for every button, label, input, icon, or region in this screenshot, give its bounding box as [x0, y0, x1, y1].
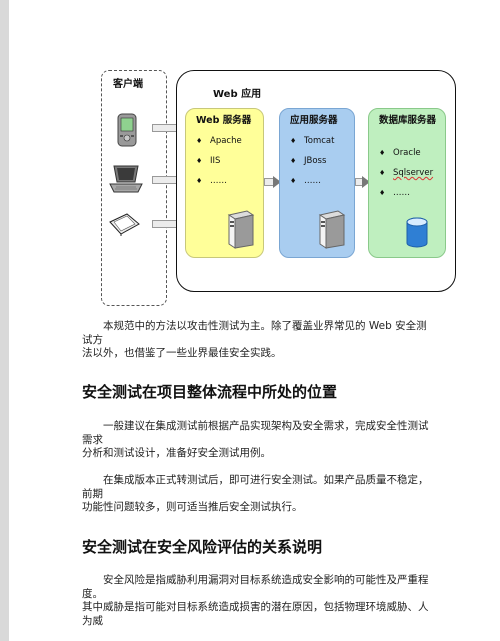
paragraph-line: 本规范中的方法以攻击性测试为主。除了覆盖业界常见的 Web 安全测试方 [82, 320, 427, 346]
paragraph-line: 其中威胁是指可能对目标系统造成损害的潜在原因，包括物理环境威胁、人为威 [82, 601, 429, 627]
client-group [101, 70, 167, 306]
web-server-box: Web 服务器 ♦Apache ♦IIS ♦…… [185, 108, 264, 258]
pda-icon [117, 113, 137, 147]
arrow-app-to-db [355, 176, 371, 188]
section-heading: 安全测试在安全风险评估的关系说明 [82, 538, 323, 556]
bullet-icon: ♦ [379, 189, 386, 197]
app-server-item: ♦JBoss [290, 156, 327, 166]
bullet-icon: ♦ [196, 137, 203, 145]
bullet-icon: ♦ [379, 149, 386, 157]
bullet-icon: ♦ [196, 157, 203, 165]
paragraph-line: 功能性问题较多，则可适当推后安全测试执行。 [82, 501, 303, 513]
db-server-title: 数据库服务器 [379, 115, 437, 126]
app-server-title: 应用服务器 [290, 115, 338, 126]
db-server-item: ♦Oracle [379, 148, 421, 158]
section-heading: 安全测试在项目整体流程中所处的位置 [82, 383, 338, 401]
paragraph-line: 法以外，也借鉴了一些业界最佳安全实践。 [82, 347, 282, 359]
arrow-web-to-app [264, 176, 282, 188]
db-server-item: ♦…… [379, 188, 410, 198]
server-tower-icon [318, 210, 346, 249]
bullet-icon: ♦ [290, 177, 297, 185]
paragraph-line: 分析和测试设计，准备好安全测试用例。 [82, 447, 271, 459]
bullet-icon: ♦ [196, 177, 203, 185]
paragraph-line: 一般建议在集成测试前根据产品实现架构及安全需求，完成安全性测试需求 [82, 420, 429, 446]
bullet-icon: ♦ [379, 169, 386, 177]
app-server-box: 应用服务器 ♦Tomcat ♦JBoss ♦…… [279, 108, 355, 258]
server-tower-icon [227, 210, 255, 249]
db-server-box: 数据库服务器 ♦Oracle ♦Sqlserver ♦…… [368, 108, 446, 258]
paragraph-line: 安全风险是指威胁利用漏洞对目标系统造成安全影响的可能性及严重程度。 [82, 574, 429, 600]
paragraph-line: 在集成版本正式转测试后，即可进行安全测试。如果产品质量不稳定，前期 [82, 474, 429, 500]
web-app-label: Web 应用 [213, 89, 262, 100]
tablet-icon [109, 213, 140, 236]
page-gutter [0, 0, 9, 641]
laptop-icon [109, 165, 143, 193]
web-server-title: Web 服务器 [196, 115, 252, 126]
web-server-item: ♦…… [196, 176, 227, 186]
web-server-item: ♦IIS [196, 156, 221, 166]
database-icon [406, 217, 428, 248]
bullet-icon: ♦ [290, 157, 297, 165]
client-label: 客户端 [113, 79, 143, 90]
app-server-item: ♦Tomcat [290, 136, 335, 146]
db-server-item: ♦Sqlserver [379, 168, 434, 178]
app-server-item: ♦…… [290, 176, 321, 186]
bullet-icon: ♦ [290, 137, 297, 145]
web-server-item: ♦Apache [196, 136, 242, 146]
